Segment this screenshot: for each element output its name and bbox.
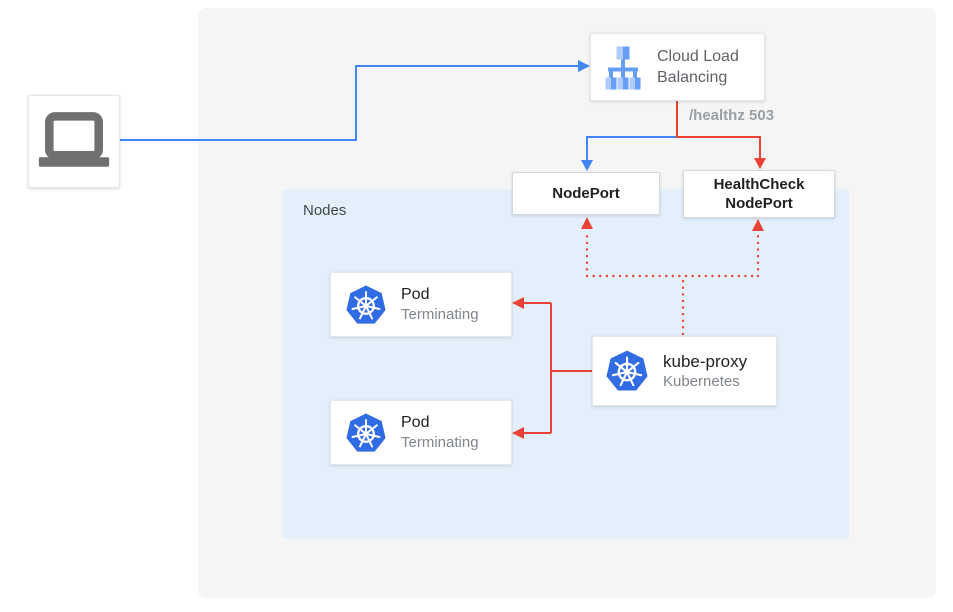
pod-status: Terminating: [401, 306, 479, 323]
cloud-load-balancing-node: Cloud Load Balancing: [590, 33, 765, 101]
pod-title: Pod: [401, 414, 430, 431]
healthz-status-label: /healthz 503: [689, 107, 775, 124]
client-node: [28, 95, 120, 188]
nodes-group-label: Nodes: [303, 202, 347, 219]
cloud-load-balancing-icon: [605, 46, 641, 90]
kubernetes-icon: [606, 350, 648, 391]
nodeport-label: NodePort: [552, 185, 620, 202]
pod-node-2: Pod Terminating: [330, 400, 512, 465]
kube-proxy-node: kube-proxy Kubernetes: [592, 336, 777, 406]
kubernetes-icon: [346, 285, 386, 324]
kubernetes-icon: [346, 413, 386, 452]
cloud-load-balancing-label: Cloud Load Balancing: [657, 48, 739, 86]
healthcheck-nodeport-label-line1: HealthCheck: [713, 176, 805, 193]
kube-proxy-title: kube-proxy: [663, 351, 748, 371]
healthcheck-nodeport-node: HealthCheck NodePort: [683, 170, 835, 218]
healthcheck-nodeport-label-line2: NodePort: [725, 195, 793, 212]
pod-title: Pod: [401, 286, 430, 303]
pod-node-1: Pod Terminating: [330, 272, 512, 337]
nodeport-node: NodePort: [512, 172, 660, 215]
kube-proxy-subtitle: Kubernetes: [663, 372, 740, 390]
laptop-icon: [38, 111, 110, 167]
pod-status: Terminating: [401, 434, 479, 451]
